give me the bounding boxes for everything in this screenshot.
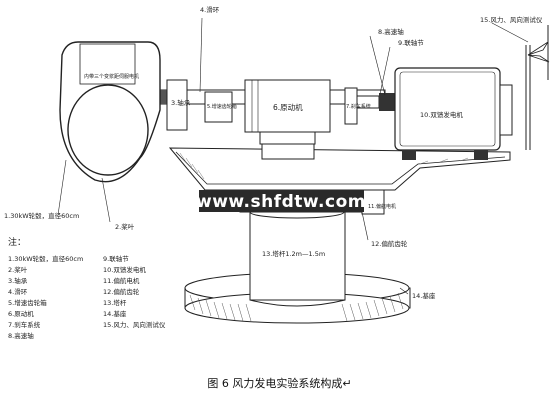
note-item: 12.偏航齿轮 xyxy=(103,288,140,296)
coupling xyxy=(379,93,395,111)
note-item: 14.基座 xyxy=(103,310,127,318)
note-item: 5.增速齿轮箱 xyxy=(8,299,47,307)
label-yaw-gear: 12.偏航齿轮 xyxy=(371,239,408,248)
bearing-block xyxy=(166,79,188,131)
note-item: 8.高速轴 xyxy=(8,332,34,340)
note-item: 6.原动机 xyxy=(8,310,34,318)
anemometer xyxy=(525,25,550,150)
label-base: 14.基座 xyxy=(412,291,436,300)
nacelle-text: 内带三个变浆距伺服电机 xyxy=(84,73,139,80)
notes-left-column: 1.30kW轮毂，直径60cm 2.桨叶 3.轴承 4.滑环 5.增速齿轮箱 6… xyxy=(8,254,103,342)
label-dfig: 10.双馈发电机 xyxy=(420,110,463,119)
label-blade: 2.桨叶 xyxy=(115,222,135,231)
rotor-hub xyxy=(59,41,161,183)
prime-mover xyxy=(244,79,331,160)
label-slip-ring: 4.滑环 xyxy=(200,5,220,14)
nacelle-frame xyxy=(168,147,511,191)
label-coupling: 9.联轴节 xyxy=(398,38,424,47)
label-tower: 13.塔杆1.2m—1.5m xyxy=(262,249,325,258)
label-bearing: 3.轴承 xyxy=(171,98,191,107)
svg-text:www.shfdtw.com: www.shfdtw.com xyxy=(196,192,366,212)
label-brake: 7.刹车系统 xyxy=(346,103,371,110)
notes-list: 注： 1.30kW轮毂，直径60cm 2.桨叶 3.轴承 4.滑环 5.增速齿轮… xyxy=(8,238,238,342)
label-prime-mover: 6.原动机 xyxy=(273,102,303,112)
label-hs-shaft: 8.高速轴 xyxy=(378,27,404,36)
note-item: 9.联轴节 xyxy=(103,255,129,263)
note-item: 2.桨叶 xyxy=(8,266,28,274)
note-item: 1.30kW轮毂，直径60cm xyxy=(8,255,84,263)
leader-lines xyxy=(57,17,529,295)
note-item: 4.滑环 xyxy=(8,288,28,296)
note-item: 13.塔杆 xyxy=(103,299,127,307)
watermark: www.shfdtw.com xyxy=(196,190,366,212)
figure-caption: 图 6 风力发电实验系统构成↵ xyxy=(207,377,352,390)
notes-right-column: 9.联轴节 10.双馈发电机 11.偏航电机 12.偏航齿轮 13.塔杆 14.… xyxy=(103,254,198,342)
dfig-generator xyxy=(394,67,513,160)
note-item: 3.轴承 xyxy=(8,277,28,285)
note-item: 10.双馈发电机 xyxy=(103,266,146,274)
notes-title: 注： xyxy=(8,238,27,248)
gearbox xyxy=(204,91,233,123)
note-item: 11.偏航电机 xyxy=(103,277,140,285)
label-anemometer: 15.风力、风向测试仪 xyxy=(480,15,543,24)
label-yaw-motor: 11.偏航电机 xyxy=(368,203,396,210)
label-hub: 1.30kW轮毂，直径60cm xyxy=(4,211,79,220)
label-gearbox: 5.增速齿轮箱 xyxy=(207,103,237,110)
note-item: 15.风力、风向测试仪 xyxy=(103,321,166,329)
note-item: 7.刹车系统 xyxy=(8,321,41,329)
